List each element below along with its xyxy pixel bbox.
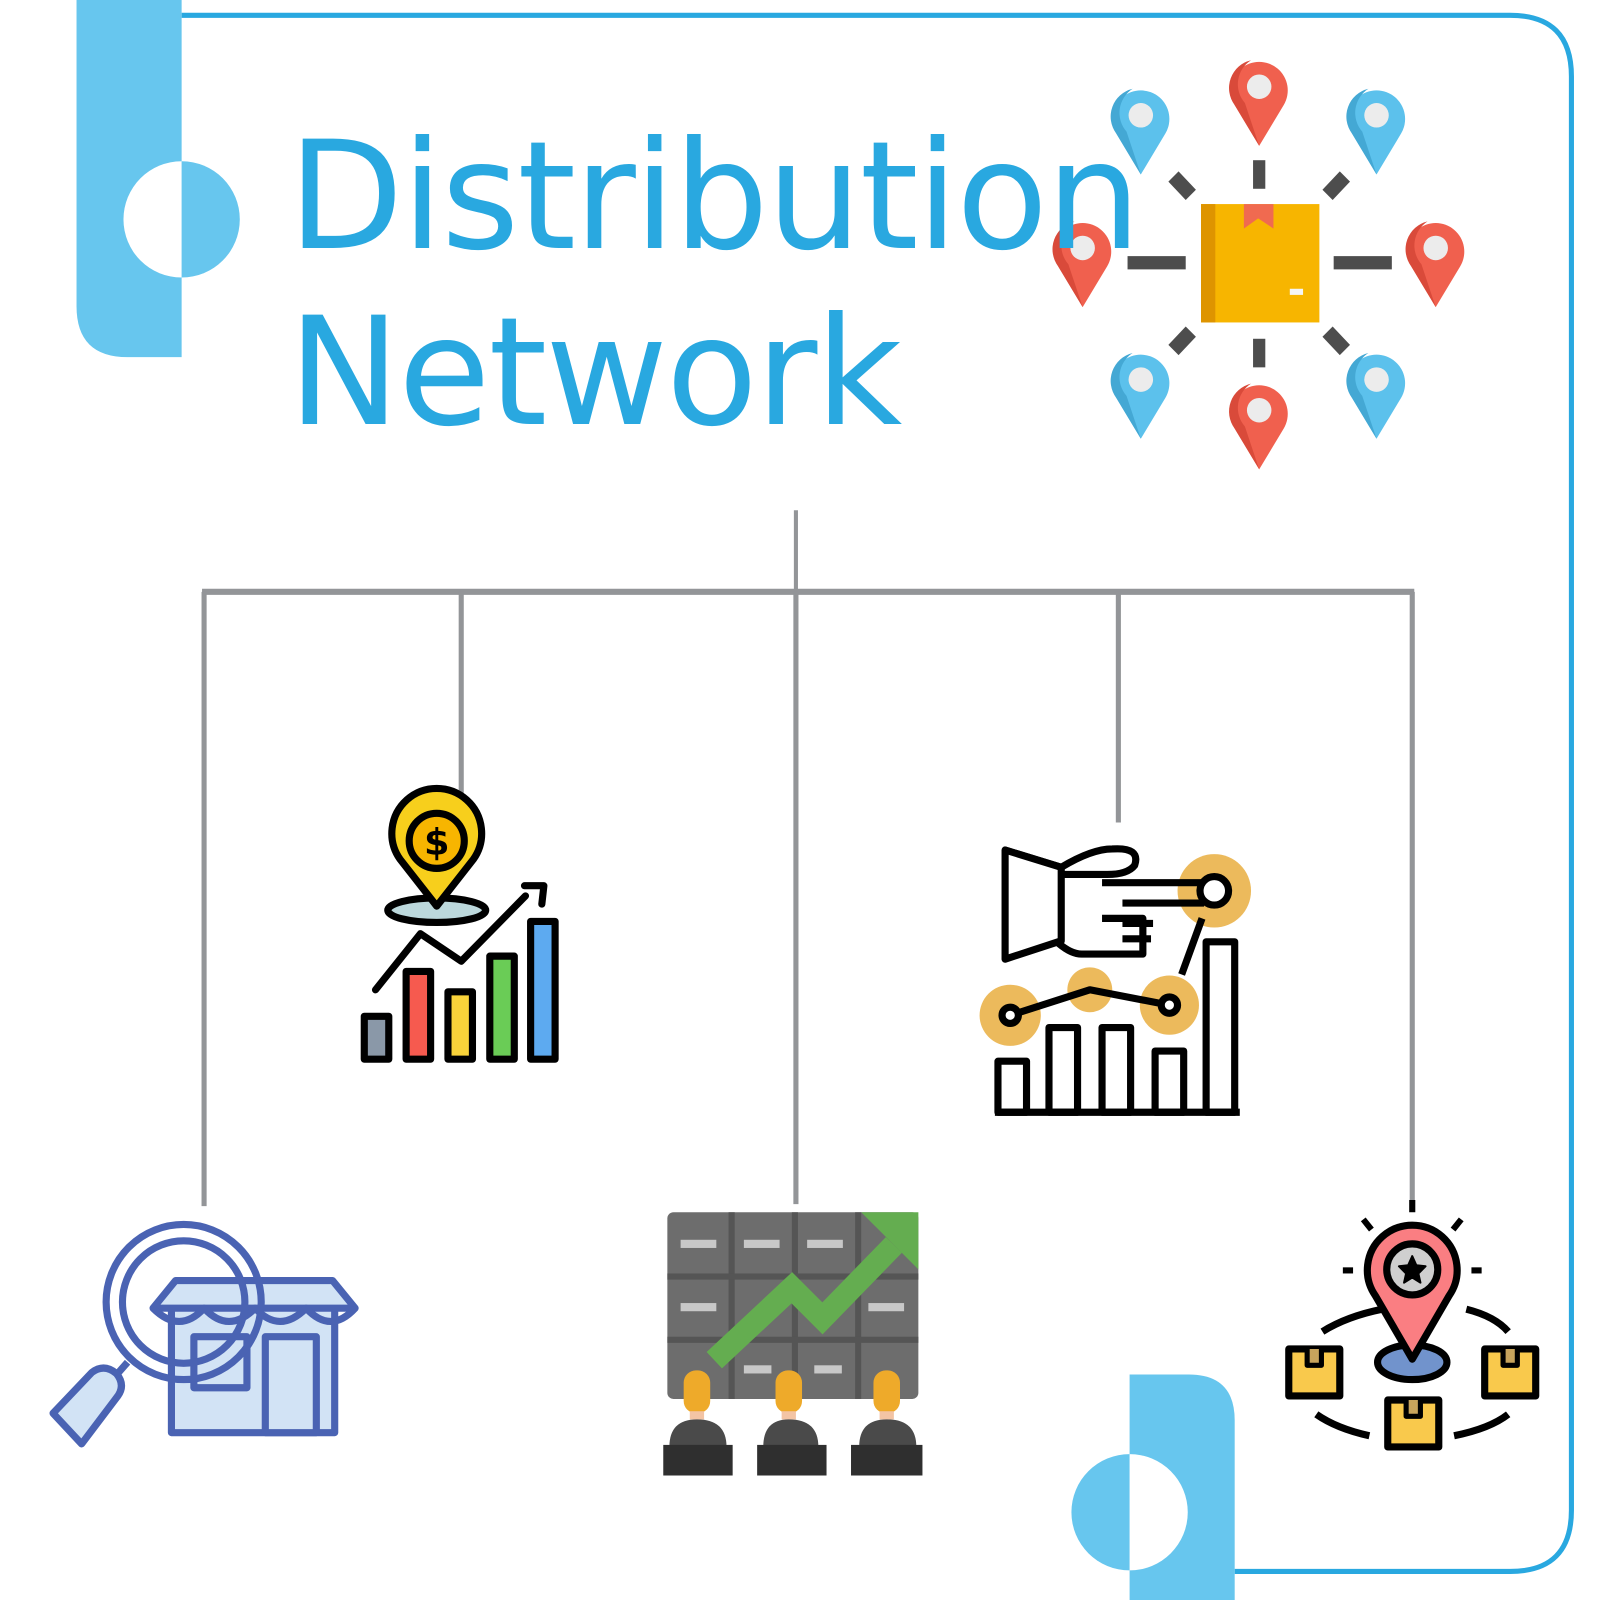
pin-bottom-left bbox=[1110, 353, 1170, 439]
title-line-1: Distribution bbox=[288, 110, 1141, 284]
title-line-2: Network bbox=[288, 286, 902, 460]
audience-growth-board-icon bbox=[663, 1212, 923, 1476]
pin-top-left bbox=[1110, 88, 1170, 175]
connector-tree bbox=[201, 510, 1415, 1207]
store-magnifier-icon bbox=[49, 1220, 359, 1448]
bottom-right-decoration bbox=[1071, 1374, 1235, 1600]
pin-top-right bbox=[1346, 88, 1406, 175]
pin-right bbox=[1405, 221, 1465, 308]
frame-border bbox=[181, 12, 1574, 1574]
distribution-hub-icon bbox=[1052, 60, 1465, 470]
pin-bottom-right bbox=[1346, 353, 1406, 439]
dollar-pin-growth-chart-icon: $ bbox=[360, 784, 559, 1063]
pin-top bbox=[1229, 60, 1288, 146]
top-left-decoration bbox=[76, 0, 240, 358]
location-packages-icon bbox=[1285, 1200, 1540, 1451]
pin-left bbox=[1052, 221, 1112, 308]
svg-text:$: $ bbox=[424, 821, 450, 864]
hand-pointing-chart-icon bbox=[979, 845, 1252, 1116]
pin-bottom bbox=[1229, 383, 1288, 470]
